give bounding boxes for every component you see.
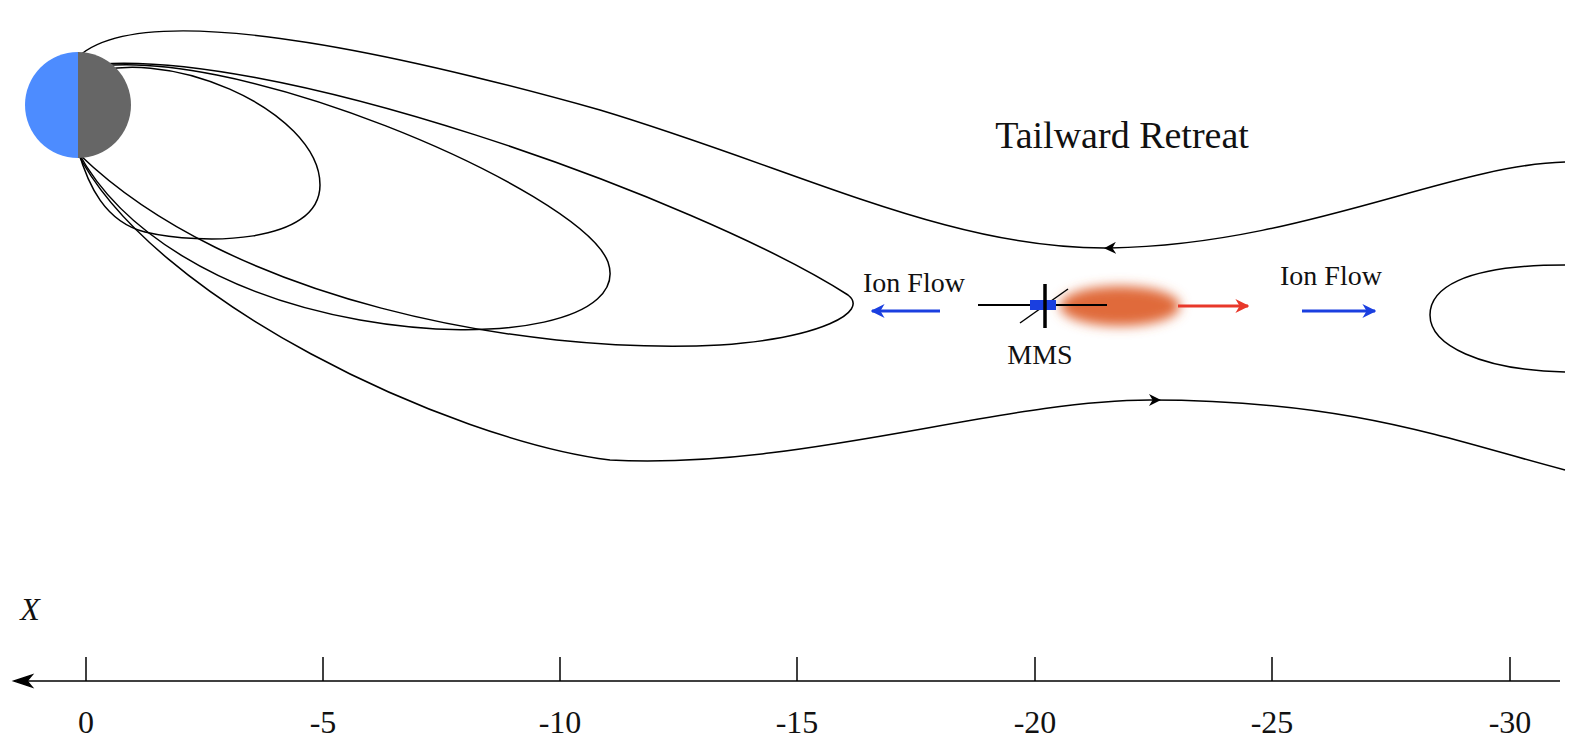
tick-label: -15 bbox=[776, 706, 819, 738]
mms-spacecraft bbox=[978, 284, 1107, 328]
earth bbox=[25, 52, 131, 158]
retreat-arrow bbox=[1178, 305, 1248, 308]
tick-label: -30 bbox=[1489, 706, 1532, 738]
tick-label: -25 bbox=[1251, 706, 1294, 738]
tick-label: 0 bbox=[78, 706, 94, 738]
flow-label: Ion Flow bbox=[1280, 262, 1382, 290]
ion-flow-arrow bbox=[1302, 310, 1375, 313]
tick-label: -5 bbox=[310, 706, 337, 738]
region-title: Tailward Retreat bbox=[995, 116, 1249, 154]
tick-label: -20 bbox=[1014, 706, 1057, 738]
axis-title: X bbox=[20, 593, 40, 625]
flow-label: Ion Flow bbox=[863, 269, 965, 297]
ion-flow-arrow bbox=[872, 310, 940, 313]
tick-label: -10 bbox=[539, 706, 582, 738]
x-axis bbox=[14, 657, 1560, 687]
spacecraft-label: MMS bbox=[1007, 341, 1072, 369]
field-lines bbox=[75, 31, 1565, 470]
